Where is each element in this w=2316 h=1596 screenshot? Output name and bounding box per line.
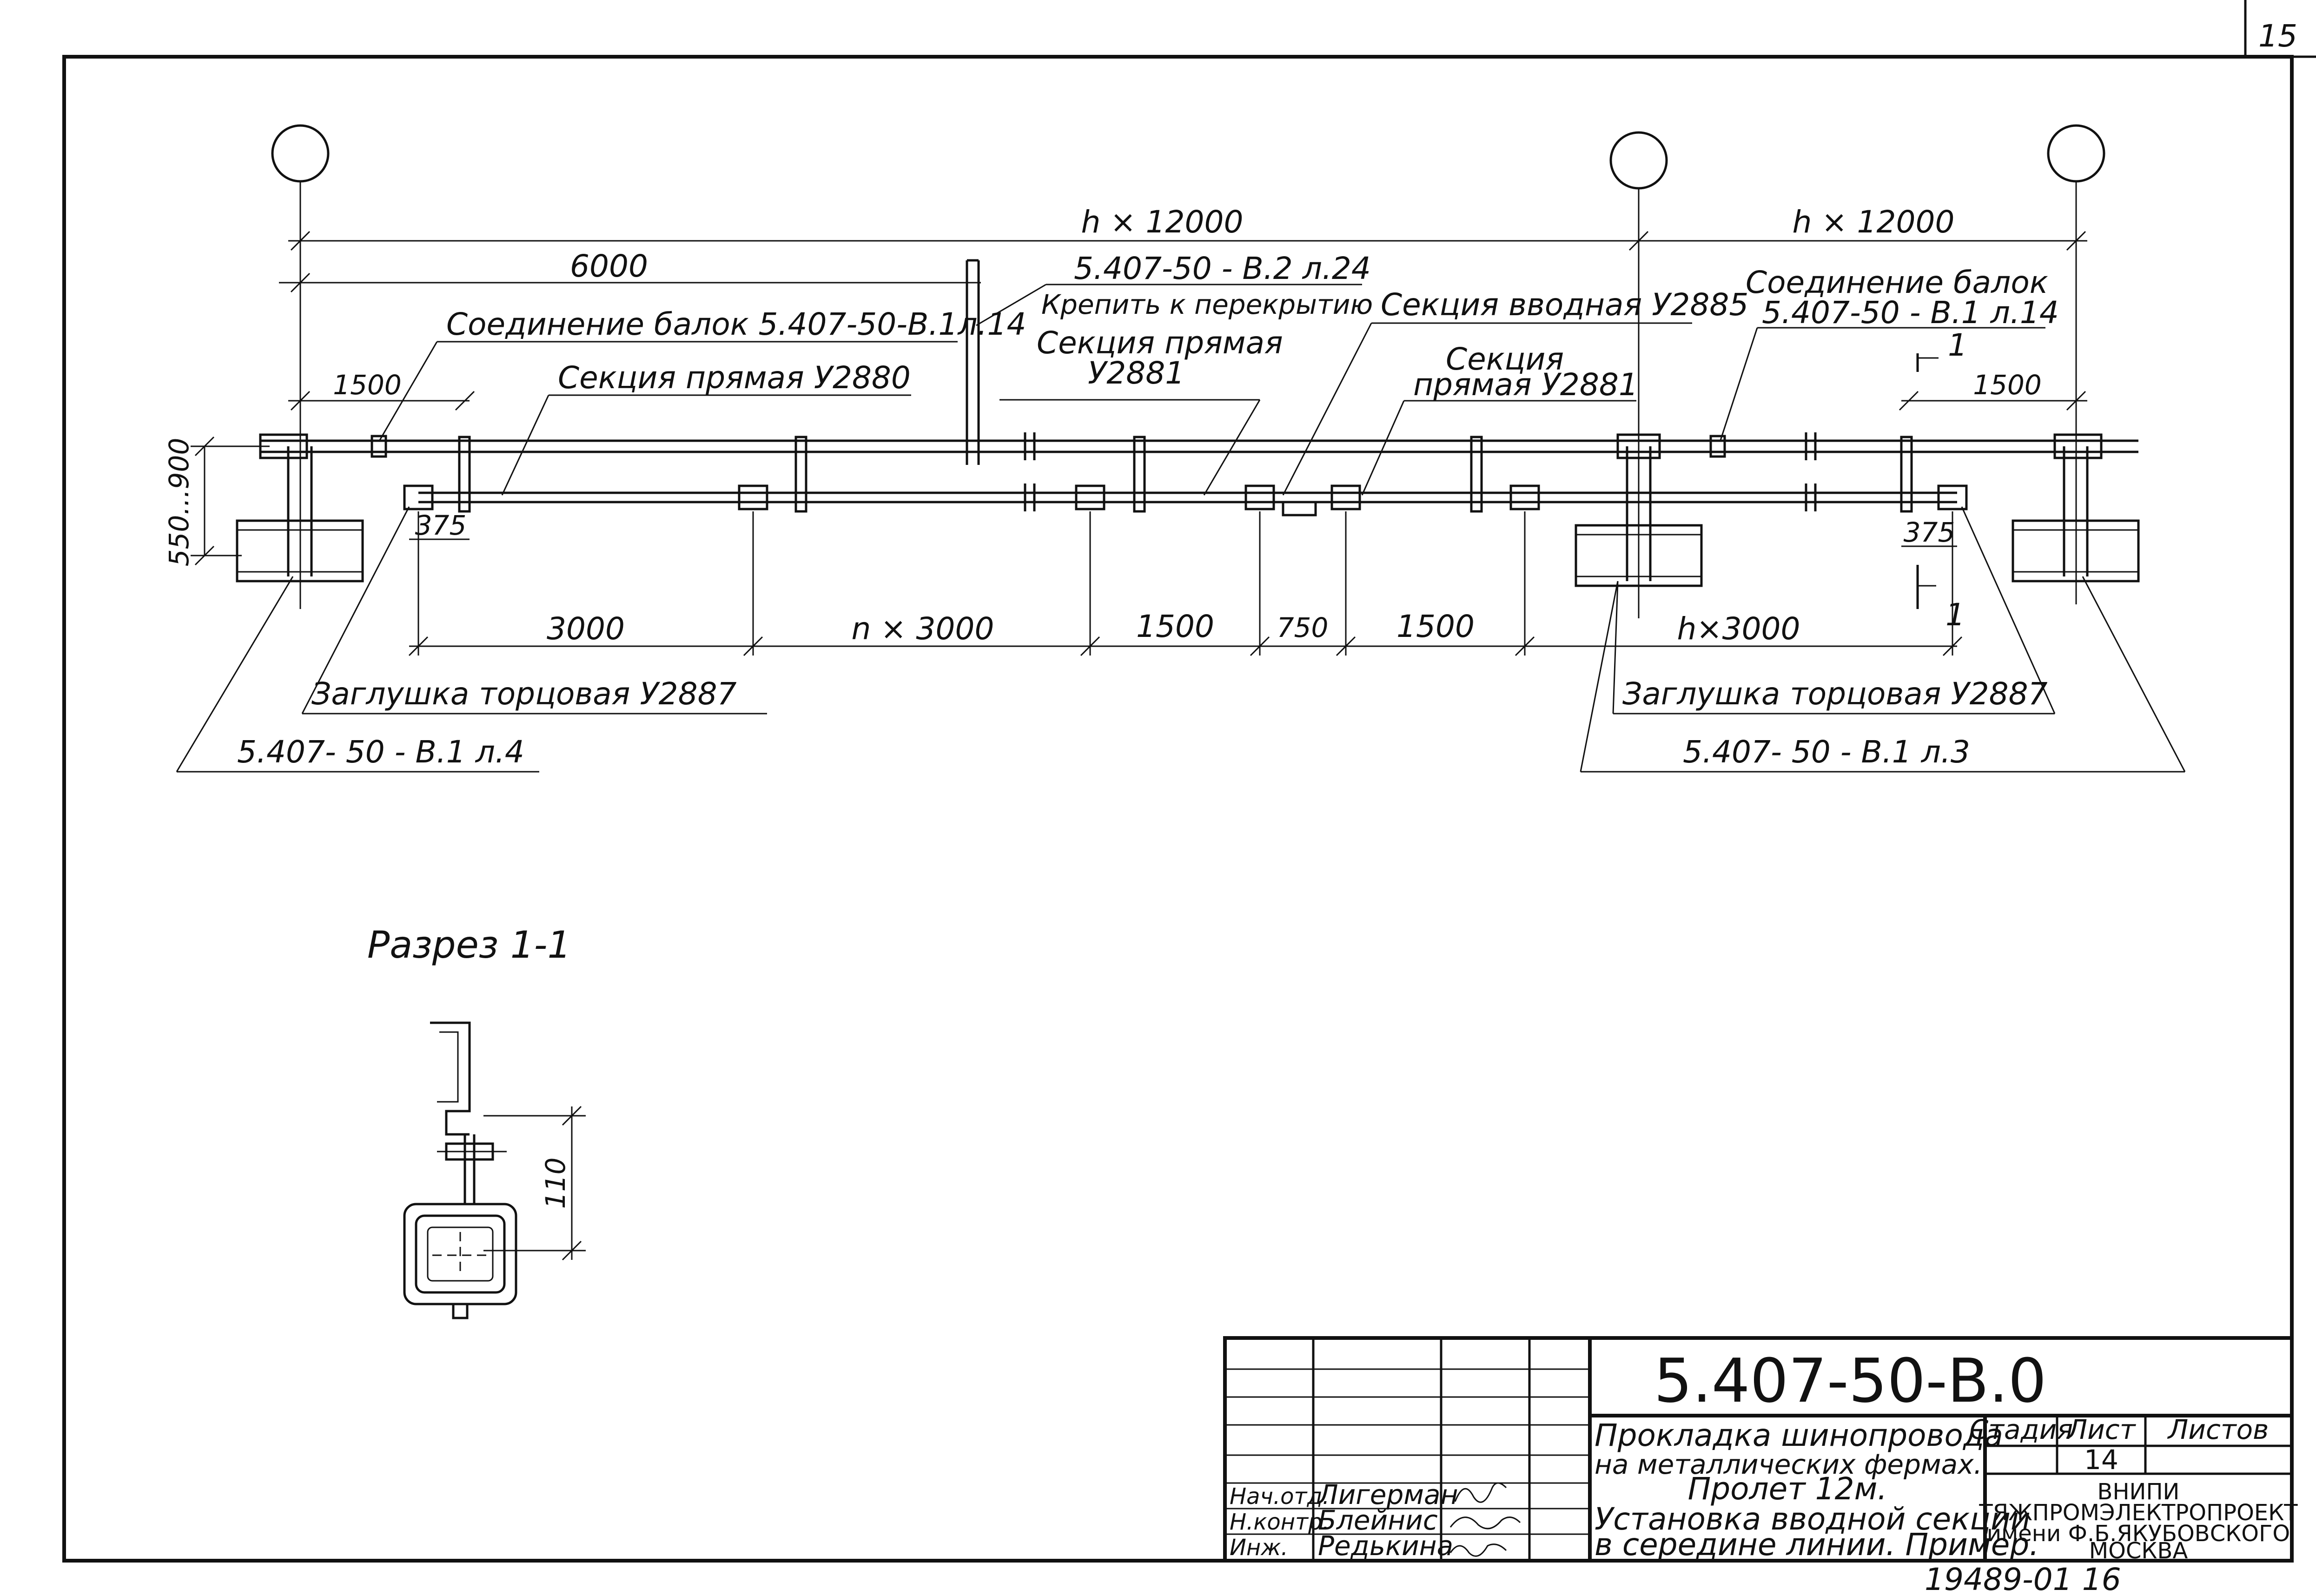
dim-bottom-1: 3000: [547, 611, 625, 647]
label-straight-section-left: Секция прямая У2880: [558, 360, 911, 396]
end-cap-right: [1937, 484, 1968, 510]
document-code: 5.407-50-В.0: [1654, 1345, 2047, 1416]
section-mark-top-label: 1: [1948, 327, 1967, 363]
sheet-number: 14: [2084, 1444, 2118, 1476]
height-dimension: 550...900: [163, 436, 270, 567]
org-line-4: МОСКВА: [2089, 1538, 2188, 1564]
beam-joint-left-mark: [371, 435, 387, 458]
dim-550-900: 550...900: [163, 438, 195, 567]
label-end-cap-left-ref: 5.407- 50 - В.1 л.4: [237, 734, 524, 770]
org-line-2: ТЯЖПРОМЭЛЕКТРОПРОЕКТ: [1979, 1500, 2298, 1526]
section-mark-bottom: 1: [1916, 565, 1965, 633]
top-dimensions: h × 12000 h × 12000 6000 1500 1500: [279, 204, 2087, 411]
section-title: Разрез 1-1: [367, 923, 571, 967]
label-straight-right-2: прямая У2881: [1413, 367, 1638, 403]
beam-joint-right-mark: [1709, 435, 1726, 458]
dim-375-left: 375: [415, 510, 467, 541]
role-3: Инж.: [1230, 1535, 1288, 1561]
label-straight-mid-2: У2881: [1088, 355, 1184, 391]
column-axes: [271, 124, 2105, 618]
section-1-1-profile: 110: [403, 1021, 586, 1319]
label-end-cap-left: Заглушка торцовая У2887: [311, 676, 737, 712]
label-beam-joint-right-2: 5.407-50 - В.1 л.14: [1762, 295, 2059, 331]
name-3: Редькина: [1318, 1530, 1453, 1562]
dim-375-right: 375: [1904, 517, 1955, 548]
bottom-dimensions: 3000 n × 3000 1500 750 1500 h×3000: [408, 511, 1963, 656]
end-cap-left: [403, 484, 434, 510]
span-left-dim: h × 12000: [1081, 204, 1243, 240]
label-end-cap-right-ref: 5.407- 50 - В.1 л.3: [1683, 734, 1970, 770]
label-straight-mid-1: Секция прямая: [1037, 325, 1283, 361]
truss-left: [236, 519, 364, 583]
dim-bottom-3: 1500: [1136, 609, 1214, 644]
truss-mid: [1575, 524, 1703, 587]
dim-bottom-4: 750: [1277, 612, 1329, 643]
title-line-4: Установка вводной секции: [1595, 1501, 2031, 1537]
truss-right: [2012, 519, 2140, 583]
dim-1500-right: 1500: [1973, 369, 2042, 401]
busway-line: [403, 483, 1968, 517]
input-box: [1282, 501, 1317, 517]
support-beam-line: [259, 432, 2138, 460]
title-line-2: на металлических фермах.: [1595, 1449, 1982, 1480]
name-2: Блейнис: [1318, 1504, 1438, 1536]
label-fix-ref: 5.407-50 - В.2 л.24: [1074, 251, 1371, 286]
ceiling-fix-rod: [966, 259, 980, 465]
axis-marker-left: [271, 124, 330, 183]
dim-1500-left: 1500: [333, 369, 402, 401]
dim-6000: 6000: [570, 248, 648, 284]
role-1: Нач.отд.: [1230, 1483, 1330, 1510]
callouts: Соединение балок 5.407-50-В.1л.14 Секция…: [176, 251, 2186, 773]
axis-marker-right: [2047, 124, 2105, 183]
axis-marker-mid: [1609, 131, 1668, 190]
dim-bottom-6: h×3000: [1677, 611, 1800, 647]
signature-2: [1449, 1517, 1521, 1530]
hangers: [458, 436, 1913, 513]
span-right-dim: h × 12000: [1792, 204, 1954, 240]
org-line-3: имени Ф.Б.ЯКУБОВСКОГО: [1987, 1521, 2290, 1547]
label-beam-joint-left: Соединение балок 5.407-50-В.1л.14: [446, 306, 1026, 342]
label-input-section: Секция вводная У2885: [1381, 287, 1748, 323]
head-stage: Стадия: [1970, 1414, 2073, 1445]
title-line-1: Прокладка шинопровода: [1595, 1417, 2003, 1453]
dim-110: 110: [540, 1158, 571, 1209]
label-beam-joint-right-1: Соединение балок: [1746, 265, 2048, 300]
signature-1: [1454, 1482, 1507, 1503]
label-end-cap-right: Заглушка торцовая У2887: [1622, 676, 2048, 712]
dim-bottom-2: n × 3000: [851, 611, 994, 647]
title-line-5: в середине линии. Пример.: [1595, 1527, 2039, 1563]
head-sheets: Листов: [2167, 1414, 2269, 1445]
archive-number: 19489-01 16: [1925, 1562, 2121, 1596]
head-sheet: Лист: [2066, 1414, 2137, 1445]
trusses: [236, 446, 2140, 587]
section-mark-top: 1: [1916, 327, 1967, 372]
sheet-corner-number: 15: [2258, 18, 2297, 54]
title-block: 5.407-50-В.0 Прокладка шинопровода на ме…: [1223, 1336, 2298, 1564]
label-straight-right-1: Секция: [1446, 341, 1564, 377]
sheet-frame: [62, 55, 2294, 1563]
dim-bottom-5: 1500: [1396, 609, 1475, 644]
section-mark-bottom-label: 1: [1945, 597, 1965, 633]
role-2: Н.контр.: [1230, 1509, 1330, 1535]
title-line-3: Пролет 12м.: [1688, 1471, 1887, 1507]
org-line-1: ВНИПИ: [2098, 1479, 2180, 1505]
label-fix-note: Крепить к перекрытию: [1041, 289, 1373, 320]
signature-3: [1449, 1543, 1507, 1557]
name-1: Лигерман: [1317, 1479, 1458, 1510]
